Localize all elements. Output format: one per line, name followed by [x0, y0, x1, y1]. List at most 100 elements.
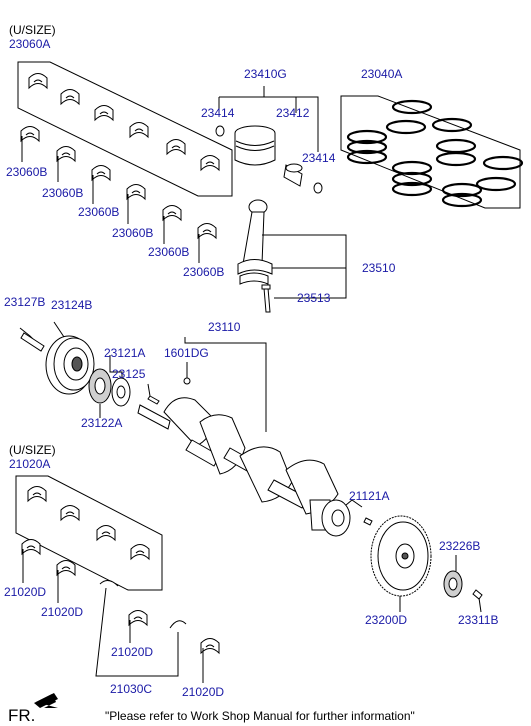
- label-21020D: 21020D: [41, 605, 83, 619]
- piston-assembly: [215, 86, 323, 194]
- bearing-set-frame-upper: [17, 61, 233, 197]
- piston-ring: [391, 99, 433, 115]
- piston-ring-set: [340, 95, 524, 209]
- rod-bearing-set: [15, 475, 220, 683]
- snap-ring-icon: [215, 125, 225, 137]
- leader-line-23121A: [109, 355, 123, 380]
- bearing-shell: [60, 505, 80, 521]
- front-arrow-icon: [34, 693, 58, 708]
- piston-ring: [385, 119, 427, 135]
- usize-label-top: (U/SIZE): [9, 23, 56, 37]
- piston-pin-end: [285, 163, 303, 173]
- label-23125: 23125: [112, 367, 146, 381]
- thrust-washer: [169, 620, 187, 629]
- bearing-shell: [28, 73, 48, 89]
- crank-nose: [137, 404, 171, 430]
- label-23412: 23412: [276, 106, 310, 120]
- crankshaft-pulley: [19, 321, 95, 395]
- crank-flange-center: [331, 509, 345, 527]
- piston-ring: [435, 138, 477, 154]
- main-bearing-lower-shells: [20, 126, 217, 263]
- label-23060B: 23060B: [6, 165, 47, 179]
- label-23127B: 23127B: [4, 295, 45, 309]
- label-23414-a: 23414: [201, 106, 235, 120]
- drive-plate-center: [401, 552, 409, 560]
- front-indicator: FR.: [8, 706, 35, 725]
- label-23040A: 23040A: [361, 67, 402, 81]
- label-23226B: 23226B: [439, 539, 480, 553]
- label-23311B: 23311B: [458, 613, 498, 627]
- piston-groove: [235, 140, 275, 151]
- label-21030C: 21030C: [110, 682, 152, 696]
- adapter-plate-bore: [448, 577, 458, 591]
- label-23060B: 23060B: [78, 205, 119, 219]
- drive-plate: [370, 515, 483, 613]
- plug-1601DG: [183, 377, 191, 385]
- leader-line-21030C: [95, 587, 179, 677]
- piston-body: [234, 133, 276, 166]
- footer: FR. "Please refer to Work Shop Manual fo…: [8, 693, 415, 725]
- piston-ring: [435, 151, 477, 167]
- workshop-manual-note: "Please refer to Work Shop Manual for fu…: [105, 709, 415, 723]
- leader-lines-23060B: [21, 136, 200, 263]
- label-23060B: 23060B: [148, 245, 189, 259]
- pulley-center: [71, 356, 83, 372]
- pulley-bolt: [20, 332, 45, 352]
- leader-line-21121A: [345, 499, 363, 508]
- flywheel-bolt: [472, 589, 483, 600]
- piston-ring: [475, 176, 517, 192]
- main-bearing-upper-set: [17, 61, 233, 197]
- sprocket-bore: [94, 377, 106, 395]
- washer-bore: [116, 385, 126, 399]
- snap-ring-icon: [313, 182, 323, 194]
- label-21020D: 21020D: [4, 585, 46, 599]
- label-21121A: 21121A: [349, 489, 389, 503]
- rod-bolt: [263, 287, 271, 313]
- label-23060B: 23060B: [112, 226, 153, 240]
- leader-line-23125: [147, 383, 151, 397]
- bearing-shell: [60, 89, 80, 105]
- leader-line-23311B: [478, 597, 482, 613]
- label-23513: 23513: [297, 291, 331, 305]
- label-23510: 23510: [362, 261, 396, 275]
- bearing-shell: [94, 105, 114, 121]
- bearing-set-frame-lower: [15, 475, 163, 591]
- label-21020D: 21020D: [111, 645, 153, 659]
- woodruff-key: [147, 395, 160, 405]
- label-21020D: 21020D: [182, 685, 224, 699]
- leader-lines-piston: [218, 86, 319, 152]
- label-23060B: 23060B: [42, 186, 83, 200]
- bearing-shell: [21, 539, 41, 555]
- thrust-washer: [99, 580, 119, 587]
- piston-ring: [482, 155, 524, 171]
- rod-cap: [239, 272, 269, 285]
- label-23121A: 23121A: [104, 346, 145, 360]
- rod-beam: [242, 211, 265, 265]
- bearing-shell: [166, 139, 186, 155]
- rod-big-end: [237, 259, 273, 275]
- bearing-shell: [130, 544, 150, 560]
- bearing-shell: [56, 146, 76, 162]
- dowel-pin: [363, 517, 373, 526]
- label-1601DG: 1601DG: [164, 346, 209, 360]
- bearing-shell: [27, 486, 47, 502]
- leader-line-23110: [184, 337, 267, 432]
- bearing-shell: [56, 560, 76, 576]
- part-number-labels: (U/SIZE) 23060A 23060B 23060B 23060B 230…: [4, 23, 498, 699]
- usize-label-bottom: (U/SIZE): [9, 443, 56, 457]
- bearing-shell: [91, 165, 111, 181]
- label-23110: 23110: [208, 320, 241, 334]
- bearing-shell: [126, 184, 146, 200]
- bearing-shell: [200, 155, 220, 171]
- label-23410G: 23410G: [244, 67, 287, 81]
- crankshaft: [137, 337, 373, 537]
- connecting-rod: [237, 199, 347, 313]
- bearing-shell: [128, 610, 148, 626]
- label-23060B: 23060B: [183, 265, 224, 279]
- timing-sprocket-group: [88, 355, 191, 418]
- ring-set-frame: [340, 95, 521, 209]
- label-23124B: 23124B: [51, 298, 92, 312]
- label-23122A: 23122A: [81, 416, 122, 430]
- piston-ring: [431, 117, 473, 133]
